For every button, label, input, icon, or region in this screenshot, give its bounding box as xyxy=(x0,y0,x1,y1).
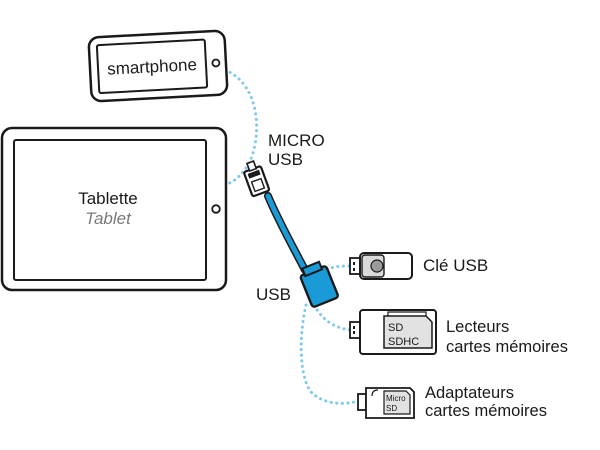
usb-key xyxy=(349,252,413,280)
sd-card-reader: SD SDHC xyxy=(349,309,437,355)
sd-card: SD SDHC xyxy=(383,311,433,349)
usb-a-socket xyxy=(299,260,339,308)
otg-cable xyxy=(243,160,339,308)
micro-usb-label-line2: USB xyxy=(268,150,303,169)
smartphone-home-button xyxy=(211,58,221,68)
usb-label: USB xyxy=(256,285,291,304)
micro-sd-text-line2: SD xyxy=(386,404,397,413)
link-usb-to-usb-key xyxy=(320,264,352,274)
micro-usb-plug xyxy=(243,160,271,198)
smartphone-label: smartphone xyxy=(107,55,198,79)
micro-usb-label-line1: MICRO xyxy=(268,131,325,150)
tablet-home-button xyxy=(211,204,221,214)
micro-sd-adapter: Micro SD xyxy=(357,387,415,419)
smartphone-device: smartphone xyxy=(87,29,229,103)
smartphone-screen xyxy=(95,38,209,95)
sd-card-text-line1: SD xyxy=(388,322,403,334)
tablet-label-en: Tablet xyxy=(85,209,132,228)
card-reader-label-line2: cartes mémoires xyxy=(446,338,568,356)
card-adapter-label-line1: Adaptateurs xyxy=(425,384,514,402)
tablet-device: Tablette Tablet xyxy=(0,126,228,292)
tablet-label-fr: Tablette xyxy=(78,189,138,208)
sd-card-text-line2: SDHC xyxy=(388,336,419,348)
link-smartphone-to-micro-usb xyxy=(223,68,259,187)
link-usb-to-peripherals xyxy=(299,303,360,405)
card-adapter-label-line2: cartes mémoires xyxy=(425,402,547,420)
micro-sd-text-line1: Micro xyxy=(386,394,406,403)
micro-sd-card: Micro SD xyxy=(383,390,411,415)
usb-key-label: Clé USB xyxy=(423,256,488,275)
card-reader-label-line1: Lecteurs xyxy=(446,318,509,336)
tablet-screen xyxy=(13,139,207,281)
